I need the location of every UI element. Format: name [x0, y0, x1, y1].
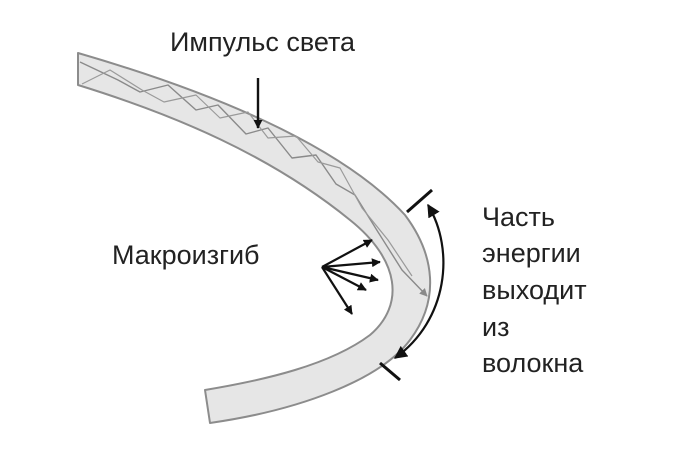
optical-fiber [77, 52, 432, 424]
loss-region-tick-bottom [379, 361, 401, 382]
energy-loss-line: выходит [482, 275, 587, 305]
scatter-arrows [321, 239, 381, 315]
loss-region-arc-arrow [393, 203, 445, 359]
light-pulse-rays [79, 61, 428, 297]
energy-loss-label: Часть энергии выходит из волокна [482, 202, 587, 378]
energy-loss-line: энергии [482, 238, 581, 268]
energy-loss-line: из [482, 312, 509, 342]
energy-loss-line: Часть [482, 202, 555, 232]
light-pulse-label: Импульс света [170, 27, 356, 57]
energy-loss-line: волокна [482, 348, 584, 378]
loss-region-tick-top [406, 188, 433, 214]
macrobend-label: Макроизгиб [112, 240, 260, 270]
